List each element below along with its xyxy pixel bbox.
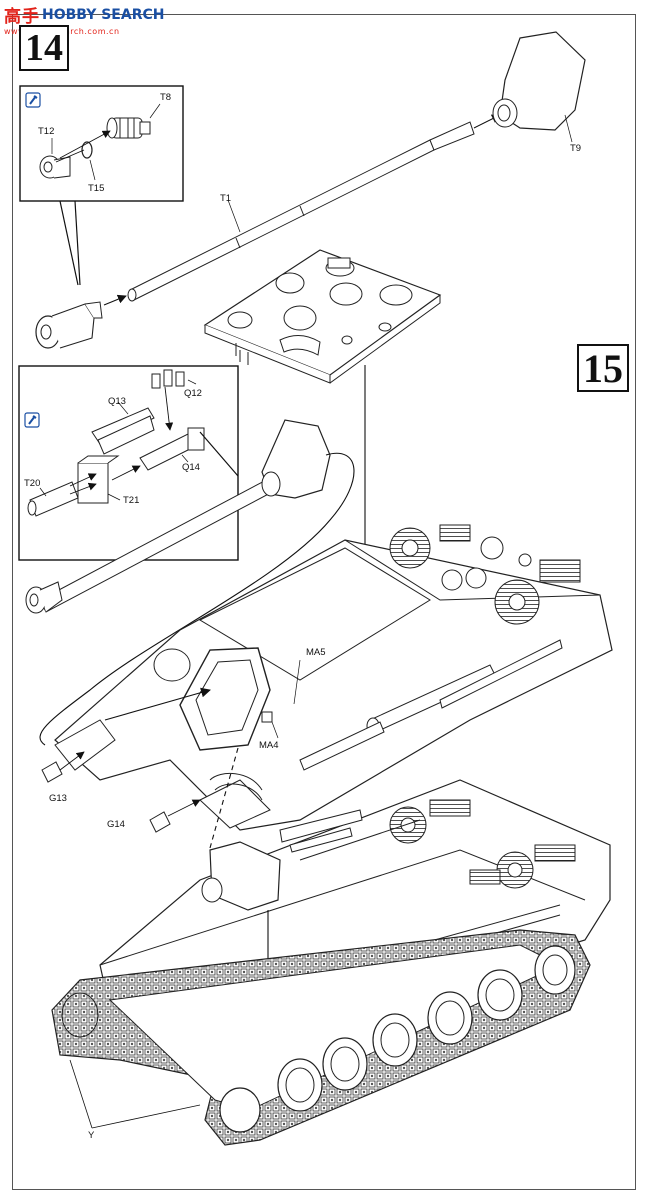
label-y: Y: [88, 1130, 95, 1141]
label-g13: G13: [49, 793, 67, 804]
part-t9-mantlet: [492, 31, 586, 143]
label-t9: T9: [570, 143, 582, 154]
label-t12: T12: [38, 126, 55, 137]
inset-box-barrel-detail: [19, 85, 184, 286]
step-number-15: 15: [577, 344, 629, 392]
part-track-left: [51, 929, 591, 1146]
part-gun-with-mantlet: [25, 419, 355, 746]
page-frame: [12, 14, 636, 1190]
label-ma5: MA5: [306, 647, 326, 658]
label-t21: T21: [123, 495, 140, 506]
label-q14: Q14: [182, 462, 200, 473]
part-t1-barrel: [103, 114, 501, 306]
part-g14: [149, 799, 201, 833]
label-g14: G14: [107, 819, 125, 830]
road-wheels: [61, 945, 576, 1133]
watermark-brand: HOBBY SEARCH: [42, 6, 165, 23]
label-t8: T8: [160, 92, 172, 103]
label-q12: Q12: [184, 388, 202, 399]
part-engine-deck-plate: [203, 249, 442, 637]
inset-box-gun-mount: [18, 365, 239, 561]
watermark-logo: 高手: [4, 7, 40, 27]
part-muzzle-brake: [35, 301, 103, 349]
label-t1: T1: [220, 193, 232, 204]
label-ma4: MA4: [259, 740, 279, 751]
label-q13: Q13: [108, 396, 126, 407]
label-t15: T15: [88, 183, 105, 194]
part-upper-hull: [54, 524, 613, 831]
part-g13: [41, 751, 85, 783]
label-t20: T20: [24, 478, 41, 489]
step-number-14: 14: [19, 25, 69, 71]
